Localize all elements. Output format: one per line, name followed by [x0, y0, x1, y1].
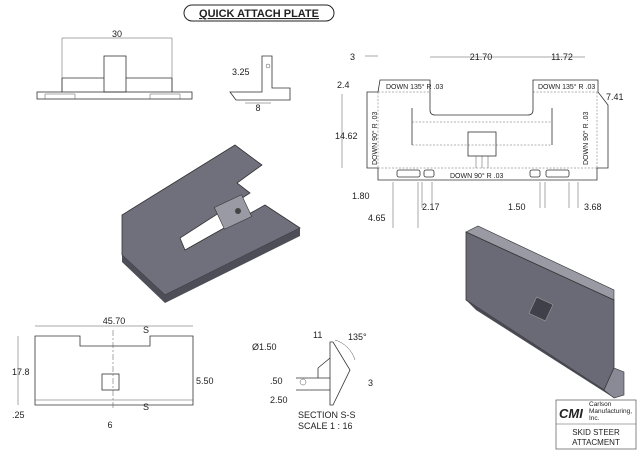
flat-pattern-bend-notes-right: DOWN 90° R .03 — [582, 112, 590, 165]
section-view: 11 135° Ø1.50 .50 3 2.50 SECTION S-S SCA… — [252, 330, 373, 431]
cmi-logo: CMI — [559, 406, 583, 421]
section-view-angle: 135° — [348, 332, 367, 342]
flat-pattern-view: DOWN 135° R .03 DOWN 135° R .03 DOWN 90°… — [335, 52, 624, 228]
isometric-view-top — [121, 144, 301, 303]
flat-pattern-bend-notes-top-left: DOWN 135° R .03 — [386, 83, 443, 91]
flat-pattern-dims-slot-offset: 1.80 — [352, 191, 370, 201]
company-name: Carlson Manufacturing, Inc. — [589, 401, 632, 422]
front-view-hole-offset: 6 — [107, 420, 112, 430]
front-view-hole-height: 5.50 — [196, 376, 214, 386]
flat-pattern-dims-hole-gap: 1.50 — [508, 202, 526, 212]
title-block-line1: SKID STEER — [572, 428, 620, 437]
flat-pattern-bend-notes-bottom: DOWN 90° R .03 — [450, 172, 503, 180]
flat-pattern-dims-slot-width: 4.65 — [368, 213, 386, 223]
front-view-height: 17.8 — [12, 367, 30, 377]
flat-pattern-dims-height: 14.62 — [335, 131, 358, 141]
flat-pattern-bend-notes-top-right: DOWN 135° R .03 — [538, 83, 595, 91]
flat-pattern-dims-right-width: 11.72 — [551, 52, 573, 62]
flat-pattern-bend-notes-left: DOWN 90° R .03 — [371, 112, 379, 165]
section-view-hole-dia: Ø1.50 — [252, 342, 277, 352]
title: QUICK ATTACH PLATE — [199, 8, 319, 20]
flat-pattern-dims-notch-depth: 7.41 — [606, 92, 624, 102]
section-view-flange: 11 — [313, 330, 322, 340]
flat-pattern-dims-edge-offset: 3.68 — [584, 202, 602, 212]
section-view-thickness: 2.50 — [270, 395, 288, 405]
flat-pattern-dims-left-flange: 3 — [350, 52, 355, 62]
side-view-height: 3.25 — [232, 67, 250, 77]
flat-pattern-dims-center-gap: 21.70 — [470, 52, 493, 62]
title-block: CMI Carlson Manufacturing, Inc. SKID STE… — [555, 399, 637, 450]
section-view-hole-offset: .50 — [270, 376, 283, 386]
front-view-section-mark-bottom: S — [143, 402, 149, 412]
front-view-width: 45.70 — [103, 316, 126, 326]
front-view: 45.70 S S 17.8 5.50 .25 6 — [12, 316, 214, 430]
section-view-scale: SCALE 1 : 16 — [298, 421, 353, 431]
top-view-width: 30 — [112, 29, 122, 39]
front-view-bottom-offset: .25 — [12, 410, 25, 420]
company-name-box: Carlson Manufacturing, Inc. — [589, 401, 632, 422]
flat-pattern-dims-top-flange: 2.4 — [337, 80, 350, 90]
title-block-line2: ATTACMENT — [572, 438, 620, 447]
side-view-depth: 8 — [255, 103, 260, 113]
section-view-label: SECTION S-S — [298, 410, 356, 420]
drawing-title: QUICK ATTACH PLATE — [183, 4, 335, 22]
isometric-view-bottom — [465, 225, 625, 399]
top-view: 30 — [36, 29, 193, 100]
front-view-section-mark-top: S — [143, 325, 149, 335]
side-view: 3.25 8 — [229, 55, 291, 113]
section-view-lip: 3 — [368, 378, 373, 388]
flat-pattern-dims-hole-width: 2.17 — [422, 202, 440, 212]
